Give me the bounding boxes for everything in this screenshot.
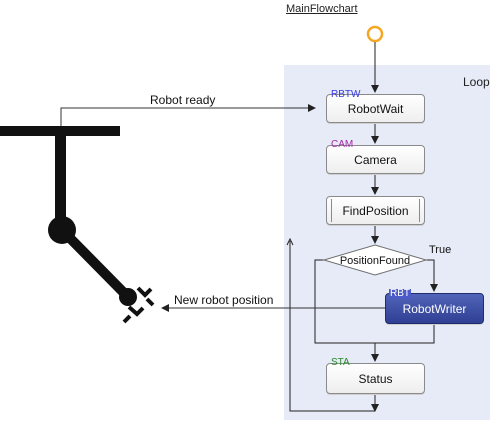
robot-ready-label: Robot ready (150, 93, 216, 107)
robot-mount-bar (0, 126, 120, 136)
edge-decision-false (314, 259, 375, 344)
loop-container (284, 65, 490, 420)
node-status[interactable]: Status (326, 363, 425, 394)
node-find-position-label: FindPosition (342, 203, 409, 218)
decision-true-label: True (429, 244, 452, 256)
node-camera-label: Camera (354, 152, 397, 167)
node-camera[interactable]: Camera (326, 145, 425, 174)
robot-lower-arm (58, 226, 132, 301)
edge-decision-true (426, 259, 438, 292)
robot-gripper-finger-1 (122, 314, 132, 324)
new-robot-position-label: New robot position (174, 293, 274, 307)
node-robot-writer-label: RobotWriter (402, 301, 467, 316)
loop-label: Loop (463, 75, 490, 89)
node-find-position[interactable]: FindPosition (326, 196, 425, 225)
subprocess-left-bar (331, 199, 332, 222)
robot-gripper-upper (136, 286, 153, 298)
robot-gripper-lower (127, 305, 145, 317)
node-robot-wait-label: RobotWait (347, 101, 404, 116)
flowchart-title[interactable]: MainFlowchart (286, 3, 358, 15)
robot-gripper-finger-2 (145, 297, 155, 307)
robot-elbow-joint (48, 216, 76, 244)
edge-loop-back (289, 241, 375, 412)
subprocess-right-bar (419, 199, 420, 222)
node-status-label: Status (358, 371, 393, 386)
loop-back-arrowhead (286, 237, 294, 246)
robot-wrist-joint (119, 288, 137, 306)
edge-robot-ready (60, 104, 316, 128)
decision-position-found-shape[interactable] (322, 244, 428, 276)
start-node[interactable] (366, 25, 384, 43)
node-robot-wait-tag: RBTW (331, 89, 361, 100)
node-robot-writer-tag: RBT (389, 288, 411, 299)
decision-position-found-label: PositionFound (339, 255, 411, 267)
robot-upper-arm (55, 134, 66, 232)
node-status-tag: STA (331, 357, 350, 368)
node-camera-tag: CAM (331, 139, 354, 150)
node-robot-wait[interactable]: RobotWait (326, 94, 425, 123)
edge-robotwriter-merge (375, 324, 435, 344)
robot-arm-illustration (0, 126, 155, 324)
